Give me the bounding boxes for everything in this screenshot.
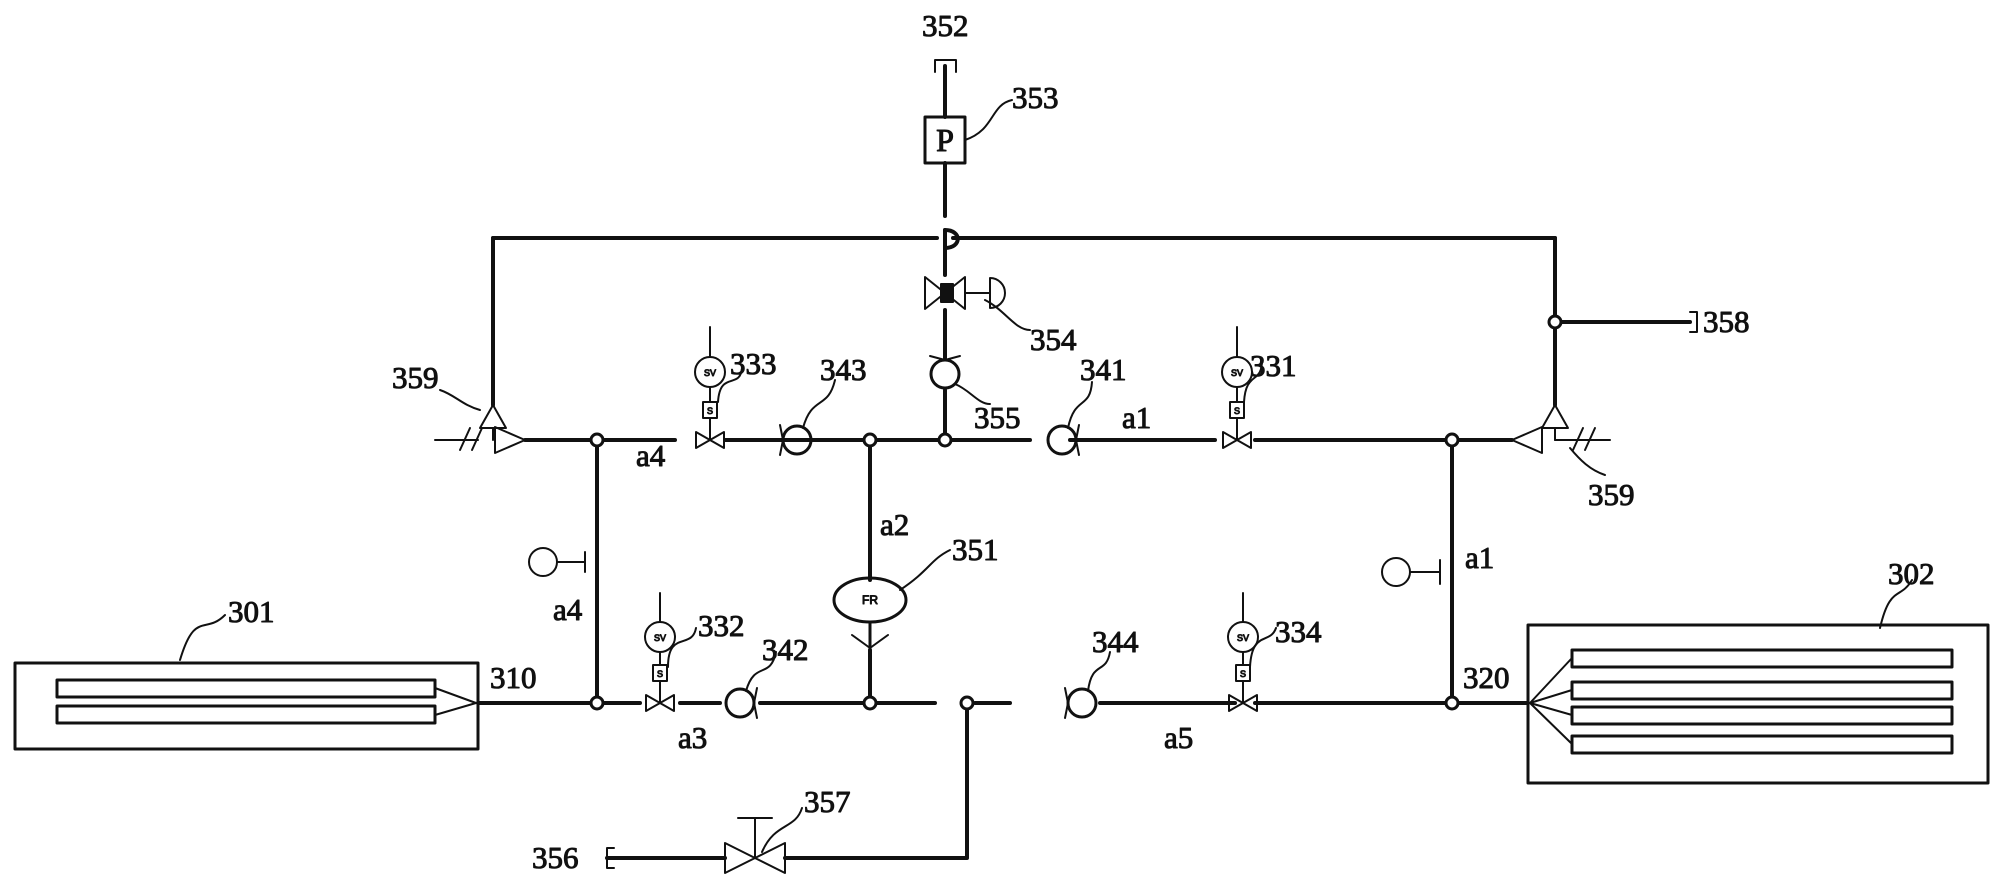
label-359-right: 359: [1588, 477, 1635, 512]
junction-dot: [862, 695, 878, 711]
junction-dot: [959, 695, 975, 711]
label-a4-top: a4: [636, 438, 666, 473]
label-344: 344: [1092, 624, 1139, 659]
solenoid-text: SV SV SV SV S S S S: [653, 368, 1249, 680]
label-310: 310: [490, 660, 537, 695]
label-351: 351: [952, 532, 999, 567]
temp-sensor-left: [528, 547, 586, 577]
label-357: 357: [804, 784, 851, 819]
temp-sensor-right: [1381, 557, 1441, 587]
solenoid-valve-333: [694, 326, 726, 449]
label-332: 332: [698, 608, 745, 643]
label-a1-right: a1: [1465, 540, 1494, 575]
label-356: 356: [532, 840, 579, 875]
label-359-left: 359: [392, 360, 439, 395]
check-valve-355: [929, 355, 961, 390]
coil-symbol: S: [657, 669, 663, 679]
junction-dot: [1547, 314, 1563, 330]
labels: 301 302 310 320 331 332 333 334 341 342 …: [228, 8, 1936, 876]
label-342: 342: [762, 632, 809, 667]
service-valve-359-left: [434, 404, 526, 454]
junction-dot: [1444, 695, 1460, 711]
solenoid-valve-332: [644, 592, 676, 712]
label-355: 355: [974, 400, 1021, 435]
solenoid-valve-331: [1221, 326, 1253, 449]
label-a2: a2: [880, 507, 909, 542]
check-valve-342: [724, 687, 758, 719]
coil-symbol: S: [1240, 669, 1246, 679]
relief-valve-354: [924, 276, 1006, 310]
cap-352: [934, 59, 957, 73]
heat-exchanger-302: [1526, 623, 1990, 785]
junction-dots: [589, 314, 1563, 711]
leader-lines: [179, 99, 1913, 853]
coil-symbol: S: [707, 406, 713, 416]
service-valve-359-right: [1511, 404, 1611, 454]
sv-symbol: SV: [654, 633, 666, 643]
junction-dot: [1444, 432, 1460, 448]
sv-symbol: SV: [1231, 368, 1243, 378]
cap-358: [1689, 311, 1698, 333]
sv-symbol: SV: [704, 368, 716, 378]
junction-dot: [589, 432, 605, 448]
label-a3: a3: [678, 720, 707, 755]
label-353: 353: [1012, 80, 1059, 115]
filter-symbol: FR: [862, 593, 878, 607]
check-valve-341: [1046, 424, 1080, 456]
label-358: 358: [1703, 304, 1750, 339]
label-341: 341: [1080, 352, 1127, 387]
label-301: 301: [228, 594, 275, 629]
pressure-symbol: P: [936, 122, 954, 158]
label-343: 343: [820, 352, 867, 387]
coil-symbol: S: [1234, 406, 1240, 416]
charge-valve-357: [724, 817, 786, 874]
label-a4-left: a4: [553, 592, 583, 627]
label-333: 333: [730, 346, 777, 381]
solenoid-valve-334: [1227, 592, 1259, 712]
check-valve-344: [1064, 687, 1098, 719]
label-334: 334: [1275, 614, 1322, 649]
junction-dot: [862, 432, 878, 448]
sv-symbol: SV: [1237, 633, 1249, 643]
label-a1-top: a1: [1122, 400, 1151, 435]
heat-exchanger-301: [13, 661, 480, 751]
filter-drier-351: [832, 576, 908, 650]
junction-dot: [937, 432, 953, 448]
pipe-to-357: [783, 701, 969, 860]
label-331: 331: [1250, 348, 1297, 383]
label-a5: a5: [1164, 720, 1193, 755]
cap-356: [606, 847, 615, 869]
label-302: 302: [1888, 556, 1935, 591]
pipe-network: [476, 64, 1692, 860]
label-352: 352: [922, 8, 969, 43]
junction-dot: [589, 695, 605, 711]
label-320: 320: [1463, 660, 1510, 695]
check-valve-343: [779, 424, 813, 456]
label-354: 354: [1030, 322, 1077, 357]
